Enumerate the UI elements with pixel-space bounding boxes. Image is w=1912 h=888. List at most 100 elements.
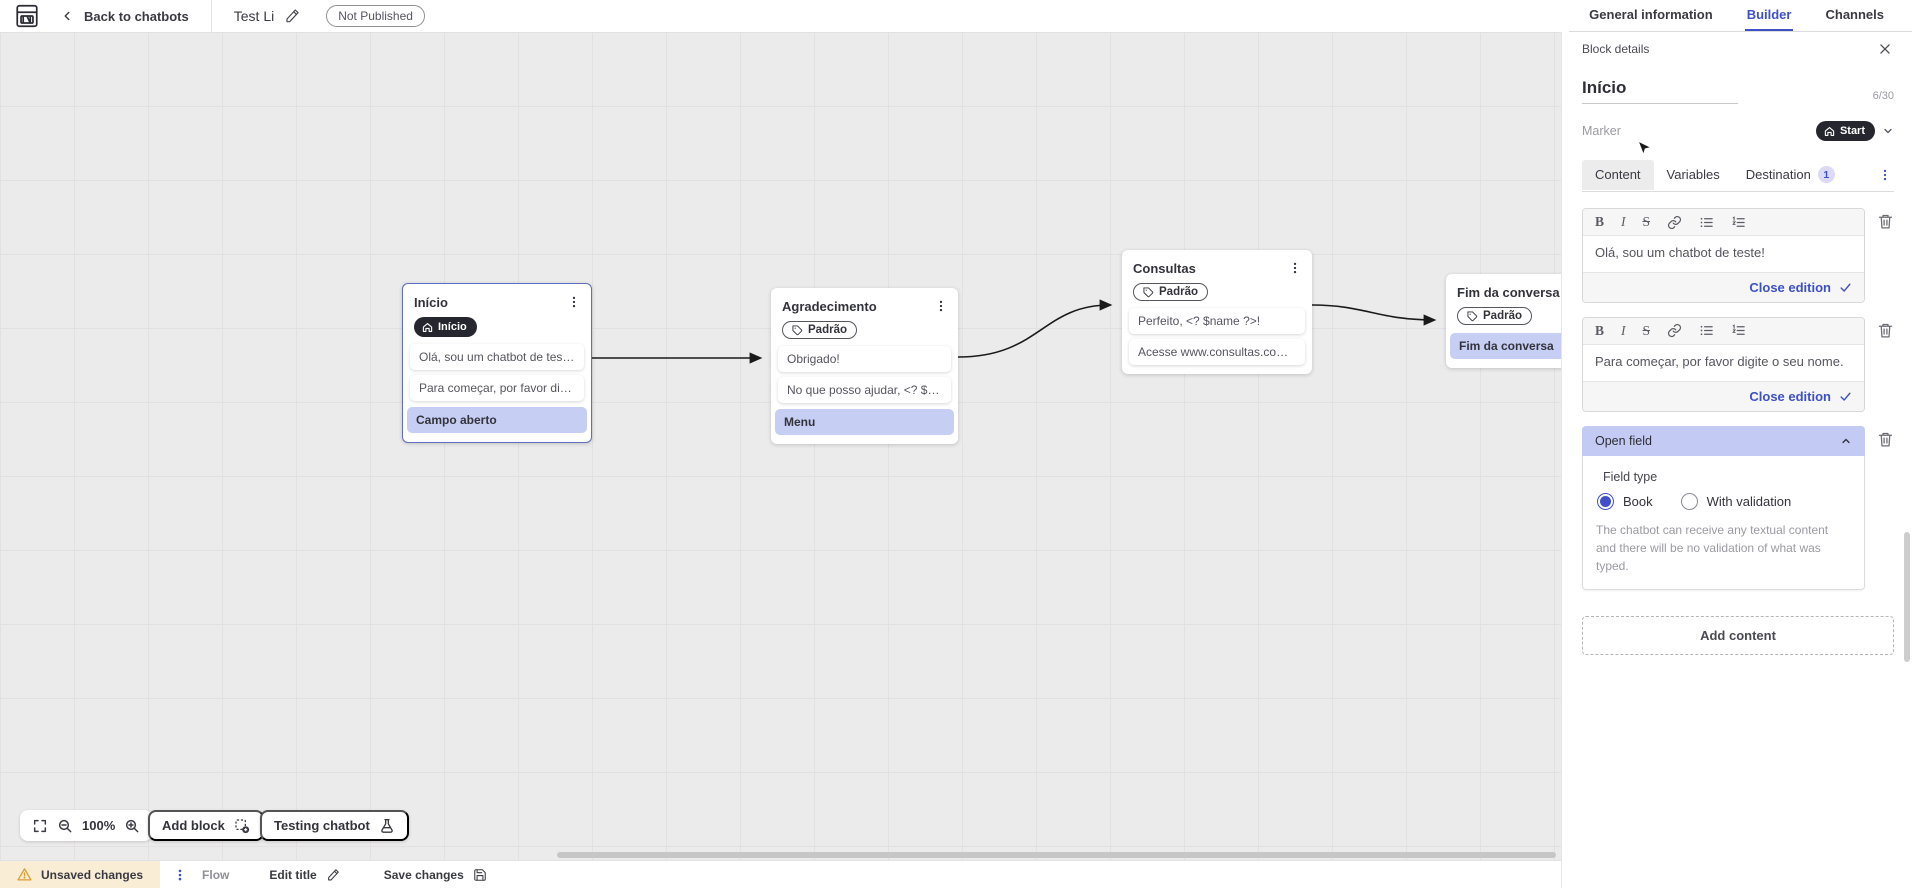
edit-title-label: Edit title [269, 867, 317, 882]
bullet-list-button[interactable] [1699, 323, 1714, 338]
bullet-list-icon [1700, 217, 1713, 227]
open-field-header[interactable]: Open field [1582, 425, 1865, 456]
add-block-label: Add block [162, 818, 225, 833]
testing-chatbot-button[interactable]: Testing chatbot [260, 810, 409, 841]
delete-content-button[interactable] [1877, 431, 1894, 448]
edit-title-button[interactable]: Edit title [269, 868, 339, 882]
tab-variables[interactable]: Variables [1654, 160, 1733, 190]
radio-selected-icon [1597, 492, 1614, 510]
destination-count-badge: 1 [1817, 166, 1835, 183]
tab-general-information[interactable]: General information [1587, 0, 1715, 31]
tab-channels[interactable]: Channels [1823, 0, 1886, 31]
marker-row: Marker Start [1582, 121, 1894, 141]
bullet-list-button[interactable] [1699, 215, 1714, 230]
bullet-list-icon [1700, 326, 1713, 336]
block-content-item-end[interactable]: Fim da conversa [1450, 333, 1561, 359]
numbered-list-icon [1732, 324, 1745, 336]
marker-label: Início [438, 321, 467, 333]
chevron-up-icon [1842, 438, 1850, 443]
editor-text[interactable]: Para começar, por favor digite o seu nom… [1595, 353, 1844, 369]
statusbar-menu-icon[interactable] [173, 868, 187, 882]
flow-block-inicio[interactable]: Início Início Olá, sou um chatbot de tes… [402, 283, 592, 443]
editor-footer: Close edition [1583, 380, 1864, 411]
unsaved-changes-label: Unsaved changes [41, 867, 144, 882]
editor-text[interactable]: Olá, sou um chatbot de teste! [1595, 245, 1765, 260]
link-button[interactable] [1667, 323, 1682, 338]
marker-dropdown[interactable]: Start [1815, 121, 1894, 141]
warning-icon [17, 868, 32, 881]
italic-button[interactable]: I [1621, 323, 1626, 339]
default-marker-pill: Padrão [782, 321, 857, 339]
block-marker: Padrão [1457, 307, 1561, 325]
delete-content-button[interactable] [1877, 322, 1894, 339]
text-editor-card: B I S Olá, sou um chatbot de teste! Clos… [1582, 208, 1865, 303]
tab-builder[interactable]: Builder [1744, 0, 1794, 31]
bold-button[interactable]: B [1595, 323, 1605, 339]
block-content-item[interactable]: Olá, sou um chatbot de teste! [410, 344, 584, 370]
link-icon [1668, 215, 1682, 229]
radio-with-validation[interactable]: With validation [1680, 492, 1792, 510]
strikethrough-button[interactable]: S [1642, 323, 1651, 339]
zoom-out-icon[interactable] [57, 818, 73, 834]
panel-scrollbar[interactable] [1904, 532, 1910, 662]
block-title: Agradecimento [782, 299, 877, 314]
block-marker: Padrão [1133, 283, 1301, 301]
link-button[interactable] [1667, 215, 1682, 230]
flow-block-agradecimento[interactable]: Agradecimento Padrão Obrigado! No que po… [771, 288, 958, 444]
add-content-button[interactable]: Add content [1582, 615, 1894, 655]
block-content-item[interactable]: Acesse www.consultas.com par... [1129, 339, 1305, 365]
delete-content-button[interactable] [1877, 213, 1894, 230]
tag-icon [1467, 310, 1478, 321]
close-edition-button[interactable]: Close edition [1749, 389, 1852, 404]
flow-block-fim-da-conversa[interactable]: Fim da conversa Padrão Fim da conversa [1446, 274, 1561, 368]
close-panel-icon[interactable] [1878, 42, 1892, 56]
radio-book[interactable]: Book [1597, 492, 1653, 510]
block-content-item-open-field[interactable]: Campo aberto [407, 407, 587, 433]
tab-content[interactable]: Content [1582, 160, 1654, 190]
block-menu-icon[interactable] [1288, 261, 1302, 275]
block-header: Consultas [1122, 258, 1312, 276]
radio-label: With validation [1706, 493, 1792, 509]
flow-label[interactable]: Flow [202, 867, 230, 882]
chatbot-title: Test Li [233, 8, 275, 24]
add-block-button[interactable]: Add block [148, 810, 264, 841]
block-menu-icon[interactable] [934, 299, 948, 313]
panel-tabs: Content Variables Destination 1 [1582, 159, 1894, 192]
zoom-level: 100% [82, 818, 116, 833]
italic-button[interactable]: I [1621, 214, 1626, 230]
tab-destination[interactable]: Destination 1 [1733, 159, 1848, 191]
flow-block-consultas[interactable]: Consultas Padrão Perfeito, <? $name ?>! … [1122, 250, 1312, 374]
topbar-tabs: General information Builder Channels [1569, 0, 1912, 32]
block-content-item[interactable]: Obrigado! [778, 346, 951, 372]
zoom-in-icon[interactable] [124, 818, 140, 834]
block-title: Início [414, 295, 448, 310]
flow-canvas[interactable]: Início Início Olá, sou um chatbot de tes… [0, 32, 1561, 860]
canvas-horizontal-scrollbar[interactable] [557, 852, 1556, 858]
block-content-item[interactable]: Perfeito, <? $name ?>! [1129, 308, 1305, 334]
save-icon [473, 868, 486, 881]
block-header: Início [403, 292, 591, 310]
block-title-input[interactable]: Início [1582, 78, 1738, 104]
block-title: Consultas [1133, 261, 1196, 276]
radio-unselected-icon [1680, 492, 1698, 510]
block-content-item[interactable]: Para começar, por favor digite o ... [410, 375, 584, 401]
block-content-item-menu[interactable]: Menu [775, 409, 954, 435]
fullscreen-icon[interactable] [32, 818, 48, 834]
bold-button[interactable]: B [1595, 214, 1605, 230]
numbered-list-button[interactable] [1731, 323, 1746, 338]
block-menu-icon[interactable] [567, 295, 581, 309]
field-type-helper-text: The chatbot can receive any textual cont… [1596, 522, 1829, 573]
panel-tabs-menu-icon[interactable] [1878, 168, 1892, 182]
edit-chatbot-title-icon[interactable] [284, 8, 300, 24]
strikethrough-button[interactable]: S [1642, 214, 1651, 230]
close-edition-button[interactable]: Close edition [1749, 280, 1852, 295]
block-content-item[interactable]: No que posso ajudar, <? $name ... [778, 377, 951, 403]
tag-icon [1143, 286, 1154, 297]
numbered-list-button[interactable] [1731, 215, 1746, 230]
topbar-left: Back to chatbots Test Li Not Published [0, 0, 425, 32]
open-field-body: Field type Book With validation The [1582, 455, 1865, 590]
back-to-chatbots-button[interactable]: Back to chatbots [60, 9, 189, 24]
zoom-toolbar: 100% [20, 810, 153, 841]
save-changes-button[interactable]: Save changes [384, 868, 487, 882]
default-marker-pill: Padrão [1457, 307, 1532, 325]
